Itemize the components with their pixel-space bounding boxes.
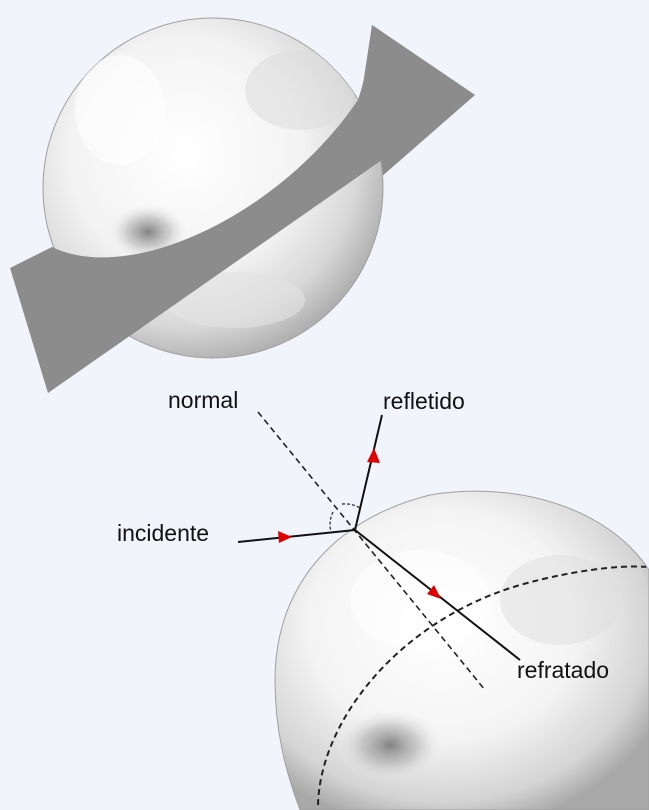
label-normal: normal bbox=[168, 387, 238, 413]
hemisphere-body bbox=[274, 490, 649, 810]
reflection-angle-arc bbox=[341, 503, 361, 509]
label-incident: incidente bbox=[117, 520, 209, 546]
incident-ray bbox=[237, 529, 356, 543]
refracted-arrowhead-icon bbox=[427, 585, 441, 599]
labels: normal refletido incidente refratado bbox=[117, 387, 609, 683]
label-reflected: refletido bbox=[383, 388, 465, 414]
hemisphere bbox=[274, 490, 649, 810]
rays bbox=[237, 411, 521, 691]
incident-arrowhead-icon bbox=[278, 531, 292, 543]
incidence-angle-arc bbox=[329, 511, 334, 533]
sphere-with-plane bbox=[10, 17, 475, 393]
label-refracted: refratado bbox=[517, 657, 609, 683]
reflected-arrowhead-icon bbox=[367, 448, 380, 463]
plane-front bbox=[10, 25, 475, 393]
reflected-ray bbox=[354, 414, 383, 531]
hemisphere-equator bbox=[317, 565, 647, 806]
